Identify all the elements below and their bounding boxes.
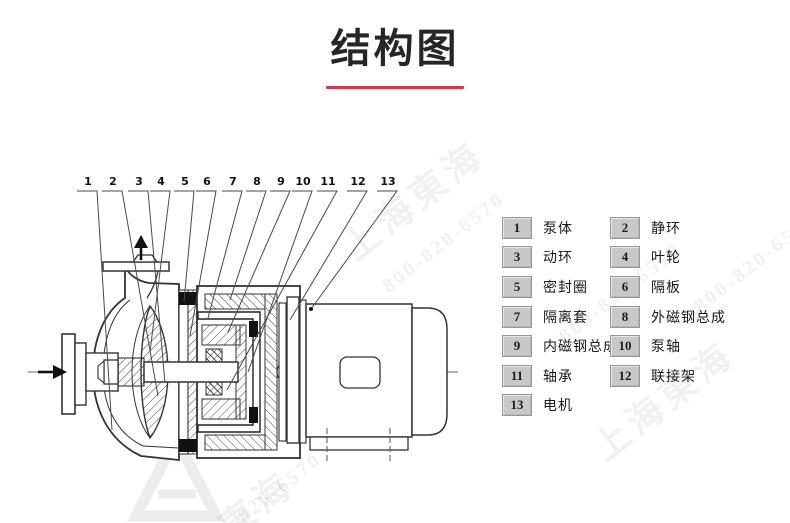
legend-item-number: 5 — [502, 275, 532, 298]
leader-line — [174, 190, 195, 303]
legend-item-number: 12 — [610, 364, 640, 387]
legend-item-number: 8 — [610, 305, 640, 328]
legend-item-number: 1 — [502, 216, 532, 239]
legend-item-label: 外磁钢总成 — [651, 310, 726, 326]
isolation-sleeve — [197, 311, 261, 433]
legend-item: 9 内磁钢总成 — [502, 335, 617, 358]
legend-item-number: 2 — [610, 216, 640, 239]
legend-item-number: 4 — [610, 246, 640, 269]
leader-line — [189, 190, 217, 337]
leader-line — [310, 190, 398, 310]
callout-number: 9 — [277, 175, 285, 188]
legend-item-label: 内磁钢总成 — [543, 340, 618, 356]
legend-item-label: 泵体 — [543, 221, 573, 237]
header: 结构图 — [0, 0, 790, 89]
leader-endpoint-dot — [309, 307, 313, 311]
legend-item: 7 隔离套 — [502, 305, 610, 328]
legend-item: 11 轴承 — [502, 364, 610, 387]
motor-foot-centerlines — [326, 428, 391, 464]
legend-item-number: 3 — [502, 246, 532, 269]
legend-item: 3 动环 — [502, 246, 610, 269]
outlet-flow-arrow-icon — [134, 235, 148, 260]
legend-item-label: 动环 — [543, 251, 573, 267]
callout-number: 1 — [84, 175, 92, 188]
motor-end-cap — [411, 307, 448, 436]
motor — [305, 303, 448, 464]
legend-item: 13 电机 — [502, 394, 610, 417]
connecting-frame — [278, 296, 307, 444]
motor-nameplate — [339, 356, 381, 389]
callout-number: 2 — [109, 175, 117, 188]
callout-number: 12 — [350, 175, 365, 188]
legend-item-label: 电机 — [543, 399, 573, 415]
pump-shaft — [143, 361, 239, 383]
legend-item-number: 9 — [502, 335, 532, 358]
legend-item-label: 静环 — [651, 221, 681, 237]
legend-item-number: 10 — [610, 335, 640, 358]
leader-line — [229, 190, 267, 301]
legend-item-label: 叶轮 — [651, 251, 681, 267]
callout-number: 13 — [380, 175, 395, 188]
legend-item: 5 密封圈 — [502, 275, 610, 298]
title-underline — [326, 86, 464, 89]
legend-item-label: 隔板 — [651, 280, 681, 296]
legend-item: 12 联接架 — [610, 364, 726, 387]
legend-item-label: 联接架 — [651, 369, 696, 385]
callout-number: 4 — [157, 175, 165, 188]
leader-line — [128, 190, 166, 384]
page-title: 结构图 — [330, 27, 460, 71]
legend-item: 8 外磁钢总成 — [610, 305, 726, 328]
legend-item-number: 7 — [502, 305, 532, 328]
callout-number: 8 — [253, 175, 261, 188]
outer-magnet-assembly — [204, 293, 278, 451]
leader-line — [289, 190, 368, 321]
leader-line — [102, 190, 159, 397]
inlet-flow-arrow-icon — [38, 365, 67, 379]
legend-item-label: 轴承 — [543, 369, 573, 385]
legend-item-label: 隔离套 — [543, 310, 588, 326]
callout-number: 7 — [229, 175, 237, 188]
callout-number: 3 — [135, 175, 143, 188]
legend-item-label: 泵轴 — [651, 340, 681, 356]
callout-number: 11 — [320, 175, 335, 188]
legend-item-number: 13 — [502, 394, 532, 417]
legend-item: 1 泵体 — [502, 216, 610, 239]
seal-rings — [179, 292, 197, 452]
legend-item-number: 6 — [610, 275, 640, 298]
legend-item-label: 密封圈 — [543, 280, 588, 296]
legend-item: 2 静环 — [610, 216, 726, 239]
callout-number: 5 — [181, 175, 189, 188]
leader-line — [226, 190, 338, 391]
leader-line — [247, 190, 313, 373]
legend-item-number: 11 — [502, 364, 532, 387]
motor-base — [309, 436, 409, 451]
leader-line — [227, 190, 291, 333]
callout-number: 6 — [203, 175, 211, 188]
discharge-nozzle — [102, 254, 170, 299]
callout-number: 10 — [295, 175, 311, 188]
leader-line — [149, 190, 171, 353]
leader-line — [207, 190, 243, 319]
legend-item: 6 隔板 — [610, 275, 726, 298]
legend-item: 10 泵轴 — [610, 335, 726, 358]
legend-item: 4 叶轮 — [610, 246, 726, 269]
leader-line — [77, 190, 113, 431]
